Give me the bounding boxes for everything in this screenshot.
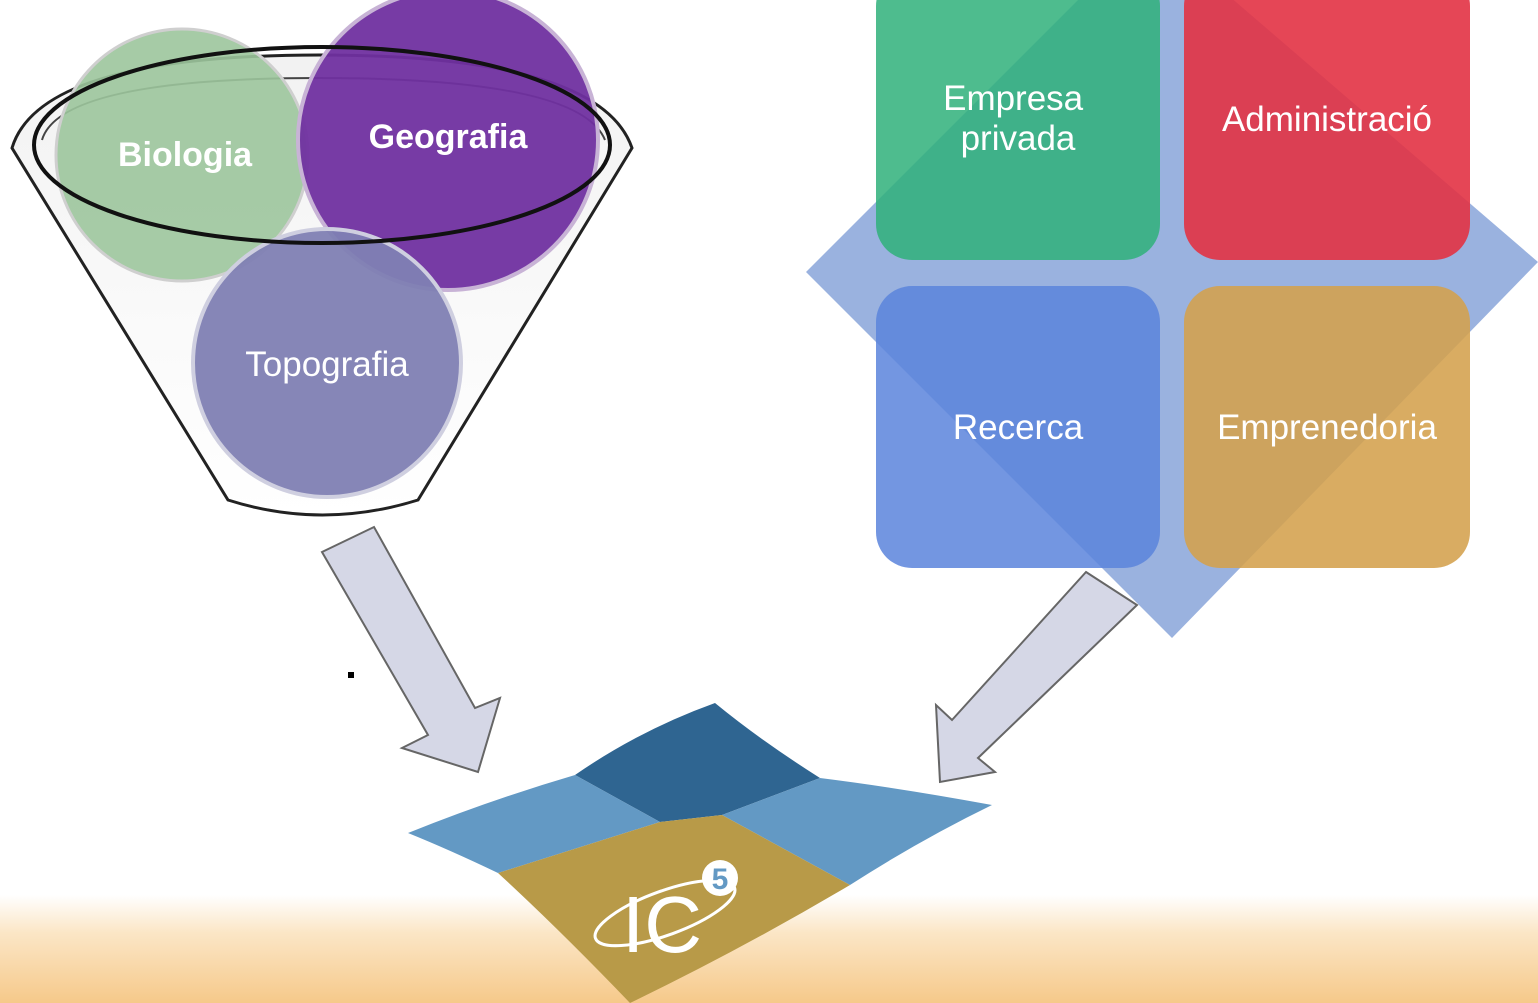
logo-bottom-quadrant — [498, 815, 850, 1003]
tile-emprenedoria — [1184, 286, 1470, 568]
arrow-down-right-icon — [320, 525, 502, 774]
label-empresa-privada-line-1: Empresa — [943, 79, 1084, 118]
matrix: Empresa privada Administració Recerca Em… — [806, 0, 1538, 638]
logo-left-quadrant — [408, 775, 660, 873]
tile-empresa-privada — [876, 0, 1160, 260]
arrow-down-left-icon — [934, 570, 1139, 784]
tile-recerca — [876, 286, 1160, 568]
funnel-rim — [32, 45, 612, 245]
tile-administracio — [1184, 0, 1470, 260]
label-recerca: Recerca — [953, 408, 1084, 447]
label-administracio: Administració — [1222, 100, 1432, 139]
logo-superscript: 5 — [712, 863, 729, 896]
circle-topografia — [191, 227, 463, 499]
label-topografia: Topografia — [245, 345, 409, 384]
logo-text: IC — [622, 880, 702, 969]
logo-right-quadrant — [722, 778, 992, 885]
funnel: Biologia Geografia Topografia — [10, 0, 634, 517]
label-empresa-privada-line-2: privada — [961, 119, 1076, 158]
stray-dot — [348, 672, 354, 678]
label-empresa-privada: Empresa privada — [943, 79, 1093, 158]
label-emprenedoria: Emprenedoria — [1217, 408, 1437, 447]
logo-superscript-circle — [702, 860, 738, 896]
logo-top-quadrant — [575, 703, 820, 822]
label-geografia: Geografia — [369, 118, 529, 156]
ic5-logo: IC 5 — [408, 703, 992, 1003]
label-biologia: Biologia — [118, 136, 253, 174]
circle-geografia — [296, 0, 600, 292]
